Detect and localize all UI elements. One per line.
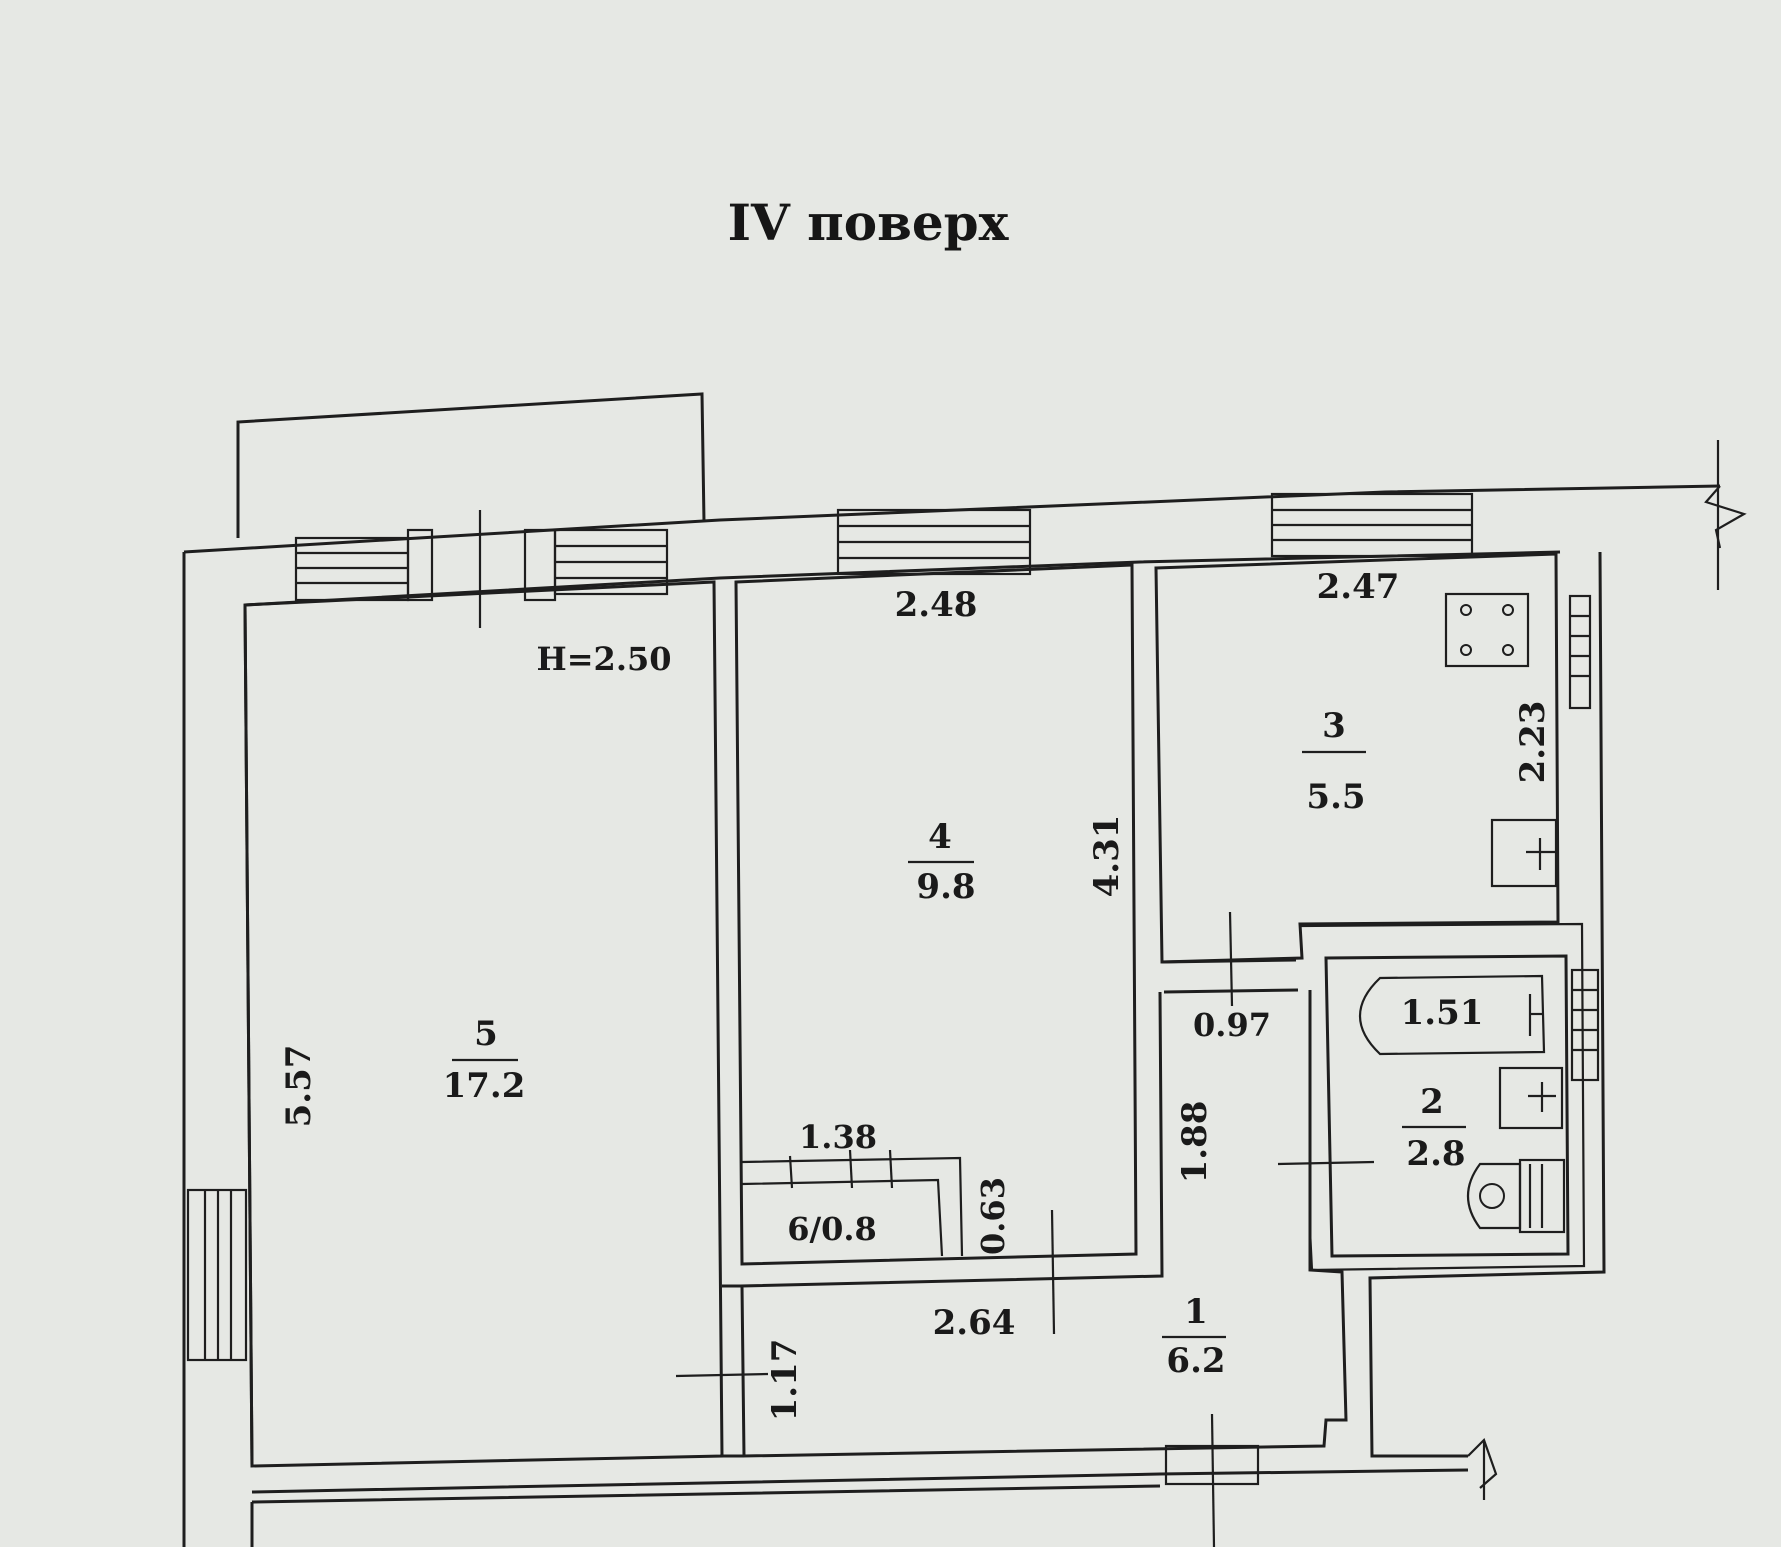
door-room4: [1050, 1209, 1056, 1335]
room-3-outline: [1154, 552, 1560, 964]
room-2-label: 2 2.8: [1402, 1082, 1466, 1174]
door-room2: [1277, 1160, 1375, 1166]
dim-closet-width: 1.38: [799, 1118, 877, 1156]
toilet-icon: [1467, 1158, 1566, 1234]
closet-6-inner: [741, 1178, 944, 1257]
break-mark-south: [1467, 1437, 1498, 1500]
window-room4: [836, 508, 1032, 576]
room-1-number: 1: [1184, 1292, 1208, 1332]
room-3-number: 3: [1322, 706, 1346, 746]
room-1-inner-wall: [720, 1284, 744, 1458]
room-3-area: 5.5: [1306, 777, 1365, 817]
east-wall: [1368, 551, 1606, 1458]
floor-title: IV поверх: [728, 193, 1010, 252]
window-room3: [1270, 492, 1474, 558]
dim-room3-width: 2.47: [1317, 567, 1400, 607]
dim-passage-width: 0.97: [1193, 1006, 1271, 1044]
dim-hall-width: 2.64: [933, 1303, 1016, 1343]
room-2-area: 2.8: [1406, 1134, 1465, 1174]
ventilation-shaft-bath: [1570, 968, 1600, 1082]
window-room5-right: [553, 528, 669, 596]
stove-icon: [1444, 592, 1530, 668]
south-wall-outer: [251, 1468, 1469, 1494]
dim-room5-length: 5.57: [279, 1045, 319, 1128]
break-mark-east-top: [1704, 485, 1747, 549]
room-5-label: 5 17.2: [443, 1014, 526, 1106]
room-5-area: 17.2: [443, 1066, 526, 1106]
closet-6-label: 6/0.8: [787, 1210, 877, 1248]
dim-room4-width: 2.48: [895, 585, 978, 625]
room-2-number: 2: [1420, 1082, 1444, 1122]
room-4-number: 4: [928, 817, 952, 857]
dim-hall-depth: 1.17: [765, 1339, 805, 1422]
room-1-outline: [740, 990, 1348, 1458]
bathtub-icon: [1358, 974, 1546, 1056]
west-window: [186, 1188, 248, 1362]
closet-6-door-marks: [788, 1149, 894, 1189]
room-3-label: 3 5.5: [1302, 706, 1366, 817]
door-room3: [1228, 911, 1234, 1007]
room-1-area: 6.2: [1166, 1341, 1225, 1381]
dim-room3-length: 2.23: [1513, 701, 1553, 784]
dim-room4-length: 4.31: [1087, 815, 1127, 898]
room-1-label: 1 6.2: [1162, 1292, 1226, 1381]
north-wall-outer: [183, 484, 1721, 554]
dim-bath-length: 1.51: [1401, 993, 1484, 1033]
dim-hall-length: 1.88: [1175, 1101, 1215, 1184]
room-4-label: 4 9.8: [908, 817, 976, 907]
passage-outline: [1161, 958, 1299, 994]
ceiling-height-label: H=2.50: [537, 640, 672, 678]
south-wall-lower: [250, 1484, 1161, 1547]
ventilation-shaft-kitchen: [1568, 594, 1592, 710]
door-room5: [675, 1372, 769, 1378]
room-4-outline: [734, 563, 1138, 1266]
bathroom-sink-icon: [1498, 1066, 1564, 1130]
window-room5-left: [294, 536, 410, 602]
dim-closet-depth: 0.63: [974, 1177, 1012, 1255]
closet-6-outline: [741, 1156, 964, 1257]
entrance-door: [1164, 1413, 1260, 1547]
kitchen-sink-icon: [1490, 818, 1558, 888]
balcony-outline: [236, 392, 706, 538]
room-4-area: 9.8: [916, 867, 975, 907]
room-2-outline: [1324, 954, 1570, 1258]
room-5-number: 5: [474, 1014, 498, 1054]
balcony-door: [406, 510, 557, 628]
